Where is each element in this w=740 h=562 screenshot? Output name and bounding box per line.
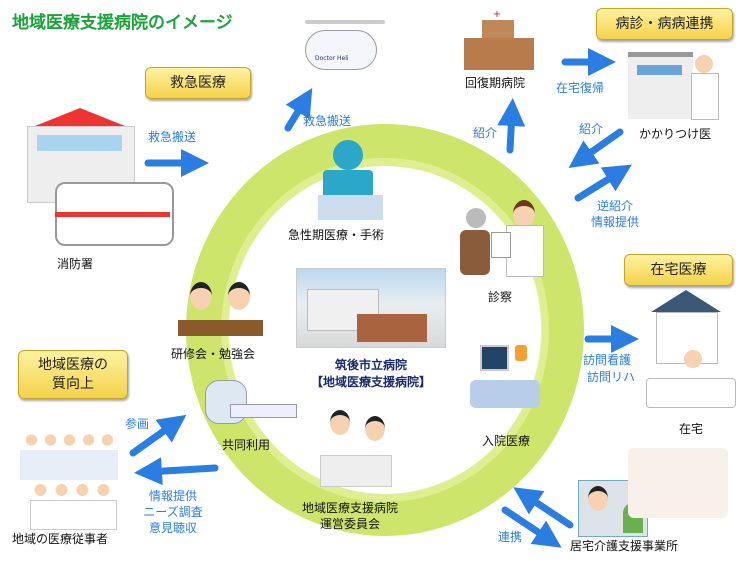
box-quality: 地域医療の 質向上: [18, 350, 128, 399]
staff-illustration: [12, 425, 122, 533]
arrow-reverse: [574, 164, 632, 202]
label-visit-line2: 訪問リハ: [587, 370, 636, 384]
label-committee-line2: 運営委員会: [319, 517, 380, 531]
fire-station-illustration: [25, 100, 174, 246]
arrow-refer-up: [497, 98, 526, 154]
label-fire-station: 消防署: [56, 257, 93, 271]
inpatient-illustration: [465, 340, 545, 418]
label-transport2: 救急搬送: [303, 114, 352, 128]
label-exam: 診察: [488, 290, 513, 304]
label-transport1: 救急搬送: [148, 130, 197, 144]
label-staff: 地域の医療従事者: [12, 532, 109, 546]
gp-clinic-illustration: [625, 50, 720, 125]
label-gp: かかりつけ医: [639, 127, 712, 141]
arrow-refer-gp: [568, 128, 624, 169]
recovery-hospital-illustration: +: [462, 10, 537, 70]
box-clinic-link: 病診・病病連携: [596, 8, 733, 40]
label-committee-line1: 地域医療支援病院: [301, 501, 398, 515]
arrow-participate: [129, 414, 187, 457]
center-hospital-name: 筑後市立病院: [334, 358, 407, 372]
box-quality-line1: 地域医療の: [38, 356, 108, 373]
label-training: 研修会・勉強会: [171, 347, 256, 361]
arrow-coop-down: [501, 506, 562, 548]
label-care-office: 居宅介護支援事業所: [570, 539, 679, 553]
training-illustration: [178, 280, 263, 338]
box-quality-line2: 質向上: [52, 375, 94, 392]
box-emergency: 救急医療: [145, 67, 251, 99]
label-home: 在宅: [679, 422, 704, 436]
surgery-illustration: [318, 140, 388, 225]
hospital-photo: [296, 268, 446, 348]
label-refer2: 紹介: [579, 122, 604, 136]
arrow-transport2: [284, 88, 313, 132]
arrow-info: [134, 457, 219, 486]
committee-illustration: [315, 410, 395, 490]
box-home-care: 在宅医療: [624, 254, 733, 286]
label-reverse-line1: 逆紹介: [596, 199, 633, 213]
care-office-illustration: [578, 448, 738, 537]
label-refer1: 紹介: [473, 126, 498, 140]
center-hospital-role: 【地域医療支援病院】: [310, 375, 431, 389]
helicopter-illustration: Doctor Heli: [300, 20, 390, 70]
label-shared-use: 共同利用: [222, 438, 271, 452]
arrow-coop-up: [513, 487, 574, 529]
label-reverse-line2: 情報提供: [590, 215, 639, 229]
label-inpatient: 入院医療: [482, 434, 531, 448]
label-info-line1: 情報提供: [148, 489, 197, 503]
label-acute: 急性期医療・手術: [288, 228, 385, 242]
label-cooperation: 連携: [498, 530, 523, 544]
label-visit-line1: 訪問看護: [583, 353, 632, 367]
label-recovery: 回復期病院: [465, 76, 526, 90]
label-info-line3: 意見聴収: [148, 521, 197, 535]
exam-illustration: [458, 200, 548, 280]
mri-illustration: [205, 380, 297, 428]
label-return-home: 在宅復帰: [556, 81, 605, 95]
page-title: 地域医療支援病院のイメージ: [12, 13, 233, 33]
home-illustration: [646, 290, 736, 415]
label-info-line2: ニーズ調査: [143, 505, 203, 519]
label-participate: 参画: [125, 417, 150, 431]
helicopter-label: Doctor Heli: [315, 55, 349, 62]
